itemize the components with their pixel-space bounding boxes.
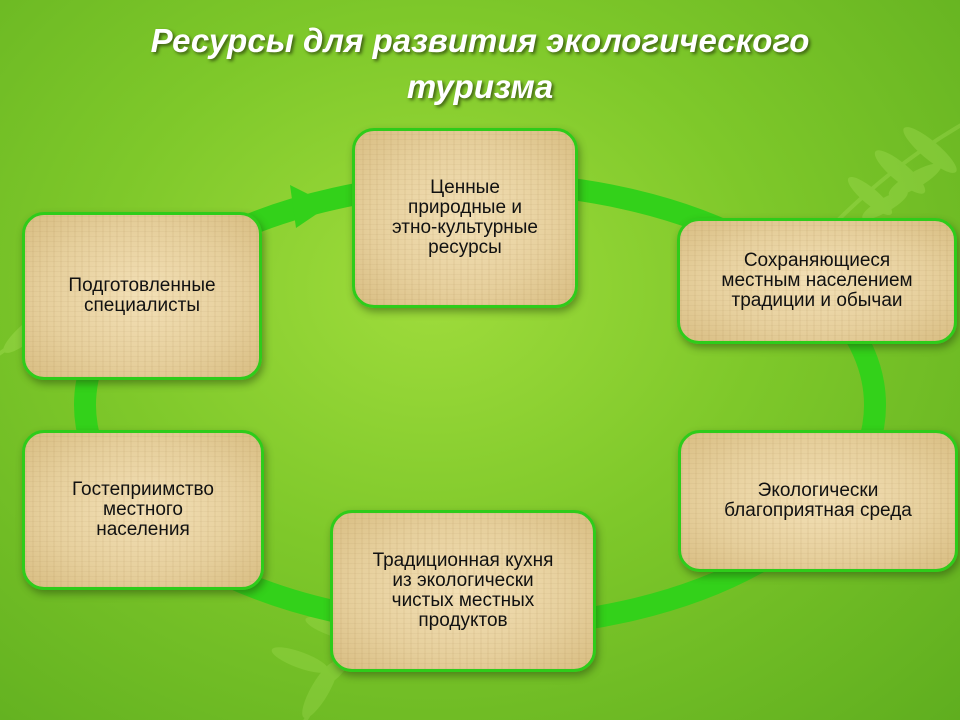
- resource-box-natural-cultural: Ценные природные и этно-культурные ресур…: [352, 128, 578, 308]
- cycle-arrow-head-icon: [290, 185, 330, 228]
- resource-box-hospitality: Гостеприимство местного населения: [22, 430, 264, 590]
- resource-box-traditions: Сохраняющиеся местным населением традици…: [677, 218, 957, 344]
- resource-label: Ценные природные и этно-культурные ресур…: [392, 177, 538, 258]
- resource-label: Традиционная кухня из экологически чисты…: [372, 550, 554, 631]
- title-line-2: туризма: [406, 68, 554, 105]
- fern-right-icon: [798, 123, 960, 262]
- title-line-1: Ресурсы для развития экологического: [150, 22, 810, 59]
- slide-title: Ресурсы для развития экологического тури…: [60, 18, 900, 110]
- resource-label: Экологически благоприятная среда: [724, 480, 912, 521]
- resource-label: Сохраняющиеся местным населением традици…: [721, 250, 913, 311]
- resource-box-environment: Экологически благоприятная среда: [678, 430, 958, 572]
- resource-box-cuisine: Традиционная кухня из экологически чисты…: [330, 510, 596, 672]
- resource-box-specialists: Подготовленные специалисты: [22, 212, 262, 380]
- resource-label: Подготовленные специалисты: [68, 275, 216, 316]
- resource-label: Гостеприимство местного населения: [72, 479, 214, 540]
